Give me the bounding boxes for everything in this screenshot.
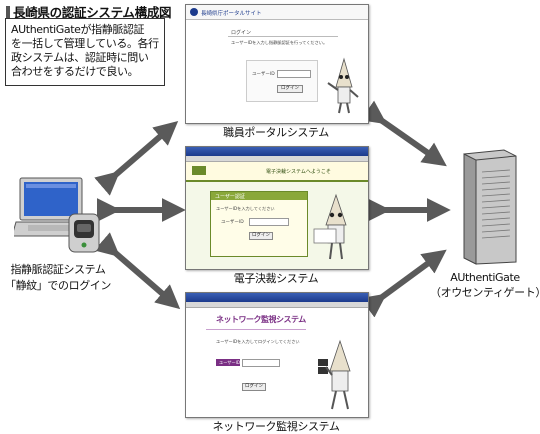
kanshi-userid-input[interactable] xyxy=(242,359,280,367)
title-bar-mark xyxy=(6,6,10,19)
kessai-section-label: ユーザー認証 xyxy=(215,194,245,200)
kanshi-message: ユーザーIDを入力してログインしてください xyxy=(216,339,300,344)
kessai-message: ユーザーIDを入力してください xyxy=(216,206,275,211)
portal-section-label: ログイン xyxy=(231,30,252,36)
portal-mascot-icon xyxy=(327,57,359,114)
note-line: 政システムは、認証時に問い xyxy=(11,51,149,64)
note-line: を一括して管理している。各行 xyxy=(11,37,159,50)
description-box: AUthentiGateが指静脈認証 を一括して管理している。各行 政システムは… xyxy=(5,18,165,86)
portal-screenshot: 長崎県庁ポータルサイト ログイン ユーザーIDを入力し指静脈認証を行ってください… xyxy=(185,4,369,124)
portal-login-panel: ユーザーID ログイン xyxy=(246,60,318,102)
kessai-caption: 電子決裁システム xyxy=(233,272,319,285)
portal-header: 長崎県庁ポータルサイト xyxy=(186,5,368,20)
note-line: 合わせをするだけで良い。 xyxy=(11,65,139,78)
kanshi-addressbar xyxy=(186,302,368,308)
server-caption-line1: AUthentiGate xyxy=(450,271,520,284)
kessai-screenshot: 電子決裁システムへようこそ ユーザー認証 ユーザーIDを入力してください ユーザ… xyxy=(185,146,369,270)
portal-field-label: ユーザーID xyxy=(252,72,275,77)
arrow-portal-server xyxy=(360,100,447,167)
kessai-login-button[interactable]: ログイン xyxy=(249,232,273,240)
client-caption: 指静脈認証システム 「静紋」でのログイン xyxy=(2,261,114,293)
kanshi-field-label: ユーザーID xyxy=(219,360,241,365)
kessai-header-text: 電子決裁システムへようこそ xyxy=(266,169,331,175)
client-caption-line1: 指静脈認証システム xyxy=(10,263,106,276)
note-line: AUthentiGateが指静脈認証 xyxy=(11,23,145,36)
finger-vein-reader-icon xyxy=(68,213,100,253)
kessai-header: 電子決裁システムへようこそ xyxy=(186,162,368,182)
kessai-titlebar xyxy=(186,147,368,156)
arrow-kanshi-server xyxy=(360,249,447,318)
diagram-title: 長崎県の認証システム構成図 xyxy=(6,2,172,21)
kanshi-login-button[interactable]: ログイン xyxy=(242,383,266,391)
server-tower-icon xyxy=(463,149,517,265)
kanshi-caption: ネットワーク監視システム xyxy=(212,420,340,433)
kanshi-field-label-box: ユーザーID xyxy=(216,359,240,366)
arrow-client-kanshi xyxy=(94,232,181,310)
kanshi-titlebar xyxy=(186,293,368,302)
kessai-addressbar xyxy=(186,156,368,162)
portal-logo-icon xyxy=(190,8,198,16)
portal-caption: 職員ポータルシステム xyxy=(223,126,329,139)
kanshi-divider xyxy=(206,329,306,330)
portal-header-text: 長崎県庁ポータルサイト xyxy=(201,11,262,17)
arrow-client-portal xyxy=(94,120,179,196)
title-text: 長崎県の認証システム構成図 xyxy=(13,5,172,20)
portal-divider xyxy=(228,36,338,37)
kessai-field-label: ユーザーID xyxy=(221,220,244,225)
portal-message: ユーザーIDを入力し指静脈認証を行ってください。 xyxy=(231,40,328,45)
kanshi-screenshot: ネットワーク監視システム ユーザーIDを入力してログインしてください ユーザーI… xyxy=(185,292,369,418)
server-caption-line2: （オウセンティゲート） xyxy=(430,286,540,299)
kanshi-mascot-binoculars-icon xyxy=(318,339,351,410)
kessai-mascot-icon xyxy=(313,193,347,260)
kessai-panel-header: ユーザー認証 xyxy=(211,192,307,200)
kessai-logo-icon xyxy=(192,166,206,175)
kessai-userid-input[interactable] xyxy=(249,218,289,226)
kessai-login-panel: ユーザー認証 ユーザーIDを入力してください ユーザーID ログイン xyxy=(210,191,308,257)
portal-login-button[interactable]: ログイン xyxy=(277,85,303,93)
kanshi-header: ネットワーク監視システム xyxy=(186,308,368,330)
portal-userid-input[interactable] xyxy=(277,70,311,78)
server-caption: AUthentiGate （オウセンティゲート） xyxy=(430,271,540,300)
kanshi-header-text: ネットワーク監視システム xyxy=(216,315,306,324)
client-caption-line2: 「静紋」でのログイン xyxy=(5,279,111,292)
